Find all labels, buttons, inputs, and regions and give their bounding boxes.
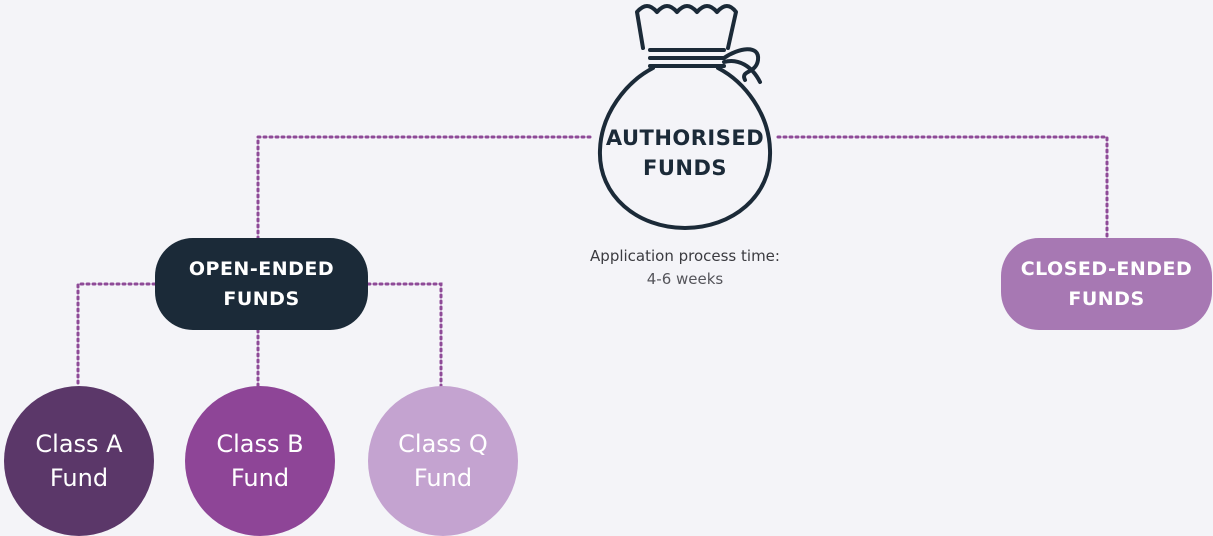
application-process-value: 4-6 weeks — [646, 270, 724, 288]
application-process-note: Application process time: 4-6 weeks — [535, 244, 835, 290]
connector-root-to-open — [256, 135, 592, 240]
authorised-funds-label-line1: AUTHORISED — [605, 126, 765, 150]
application-process-title: Application process time: — [590, 247, 780, 265]
authorised-funds-label-line2: FUNDS — [642, 156, 728, 180]
closed-ended-label-line1: CLOSED-ENDED — [1020, 258, 1193, 280]
open-ended-label-line1: OPEN-ENDED — [188, 258, 335, 280]
open-ended-label-line2: FUNDS — [223, 288, 300, 310]
class-q-fund-node: Class Q Fund — [368, 386, 518, 536]
connector-open-to-class-q — [366, 282, 443, 388]
class-b-fund-node: Class B Fund — [185, 386, 335, 536]
class-b-label-line2: Fund — [230, 464, 290, 492]
class-b-label-line1: Class B — [216, 430, 304, 458]
authorised-funds-node: AUTHORISED FUNDS — [600, 120, 770, 186]
connector-root-to-closed — [776, 135, 1109, 240]
open-ended-funds-node: OPEN-ENDED FUNDS — [155, 238, 368, 330]
class-a-label-line2: Fund — [49, 464, 109, 492]
connector-open-to-class-a — [76, 282, 157, 388]
money-bag-icon — [597, 4, 773, 230]
class-a-label-line1: Class A — [35, 430, 123, 458]
closed-ended-label-line2: FUNDS — [1068, 288, 1145, 310]
class-a-fund-node: Class A Fund — [4, 386, 154, 536]
class-q-label-line2: Fund — [413, 464, 473, 492]
class-q-label-line1: Class Q — [398, 430, 488, 458]
closed-ended-funds-node: CLOSED-ENDED FUNDS — [1001, 238, 1212, 330]
